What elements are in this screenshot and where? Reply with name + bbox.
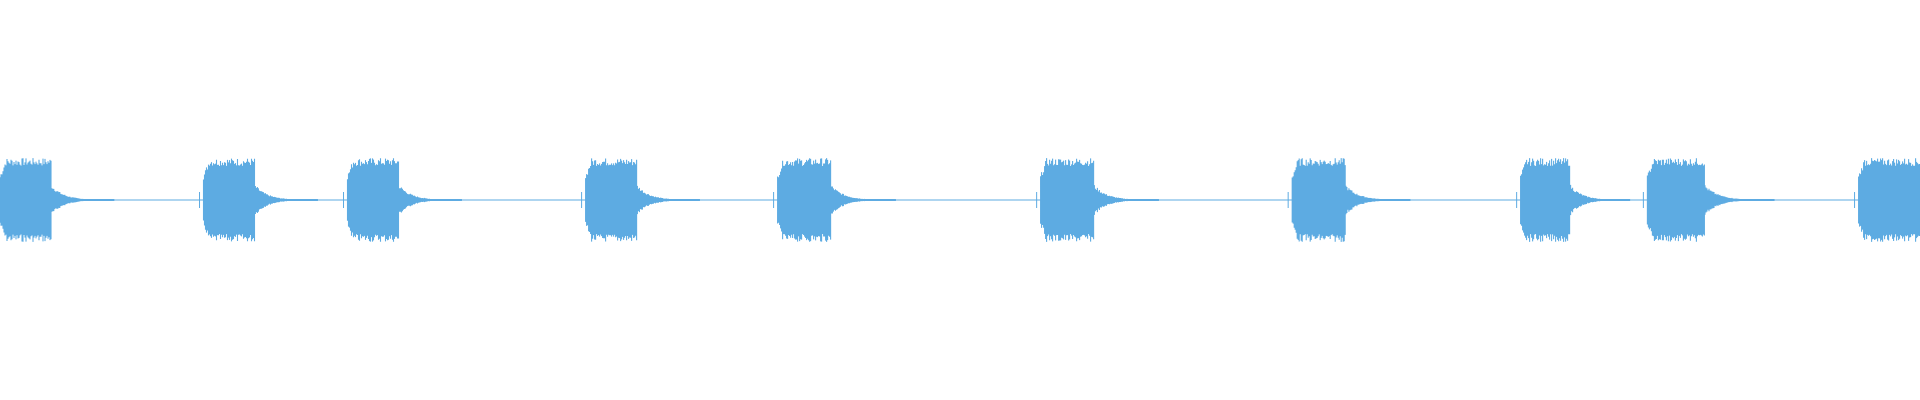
waveform-burst [1520,158,1631,242]
waveform-burst [0,158,115,242]
waveform-burst [777,158,896,242]
waveform-burst [202,158,318,242]
waveform-burst [1858,158,1920,242]
waveform-burst [1646,158,1775,242]
waveform-burst [1040,158,1159,242]
waveform-burst [585,158,700,242]
waveform-burst [1291,158,1411,242]
waveform-burst [346,158,462,242]
